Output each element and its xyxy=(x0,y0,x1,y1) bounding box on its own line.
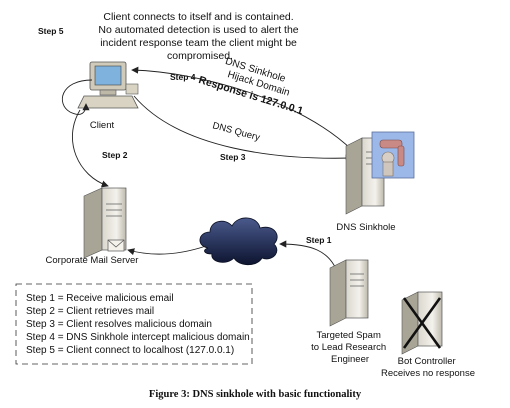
client-computer-icon xyxy=(77,61,139,109)
internet-cloud-icon xyxy=(199,217,278,266)
dns-query-label: DNS Query xyxy=(211,120,261,143)
blocked-x-icon xyxy=(402,297,442,349)
legend-box xyxy=(15,283,253,365)
step3-arrow xyxy=(133,95,353,162)
step5-desc-line: compromised. xyxy=(167,50,233,62)
step1-arrow-to-cloud xyxy=(279,240,339,275)
bot-controller-label: Bot Controller Receives no response xyxy=(381,356,475,379)
legend-line: Step 5 = Client connect to localhost (12… xyxy=(26,345,234,356)
step3-label: Step 3 xyxy=(220,152,246,162)
step1-arrow-to-mail-server xyxy=(127,245,207,256)
step5-desc-line: No automated detection is used to alert … xyxy=(98,24,298,36)
step5-desc-line: Client connects to itself and is contain… xyxy=(103,11,293,23)
legend-line: Step 3 = Client resolves malicious domai… xyxy=(26,319,212,330)
mail-server-label: Corporate Mail Server xyxy=(46,255,139,266)
spam-server-icon xyxy=(329,259,369,327)
dns-sinkhole-label: DNS Sinkhole xyxy=(336,222,395,233)
legend-line: Step 1 = Receive malicious email xyxy=(26,293,174,304)
step5-desc-line: incident response team the client might … xyxy=(100,37,297,49)
legend-line: Step 4 = DNS Sinkhole intercept maliciou… xyxy=(26,332,250,343)
client-label: Client xyxy=(90,120,115,131)
envelope-icon xyxy=(107,239,125,252)
step5-label: Step 5 xyxy=(38,26,64,36)
legend-line: Step 2 = Client retrieves mail xyxy=(26,306,154,317)
sinkhole-faucet-icon xyxy=(371,131,415,179)
spam-label: Targeted Spam to Lead Research Engineer xyxy=(311,330,389,365)
step2-arrow xyxy=(72,109,109,188)
step5-loop-arrow xyxy=(61,79,93,115)
legend: Step 1 = Receive malicious email Step 2 … xyxy=(26,293,250,356)
step4-arrow xyxy=(131,66,353,151)
step2-label: Step 2 xyxy=(102,150,128,160)
figure-caption: Figure 3: DNS sinkhole with basic functi… xyxy=(149,389,362,400)
step4-label: Step 4 xyxy=(170,72,196,82)
step1-label: Step 1 xyxy=(306,235,332,245)
step5-description: Client connects to itself and is contain… xyxy=(98,11,301,62)
